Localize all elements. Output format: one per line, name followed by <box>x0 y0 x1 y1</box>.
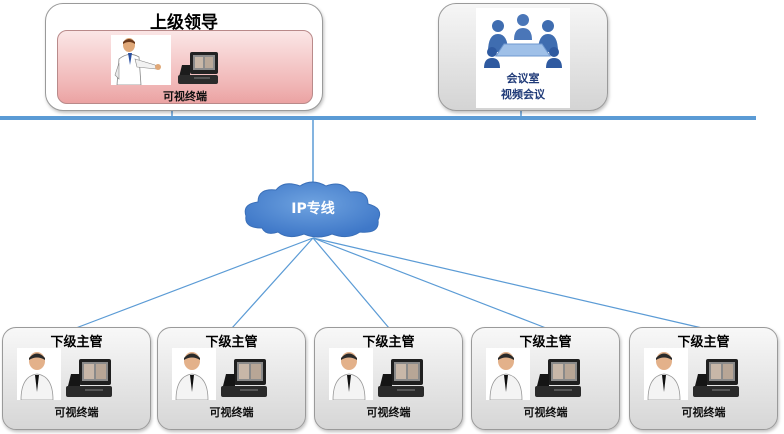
ip-cloud: IP专线 <box>240 178 386 240</box>
video-phone-icon <box>221 359 267 397</box>
subordinate-terminal-label: 可视终端 <box>54 406 99 419</box>
subordinate-title: 下级主管 <box>50 335 103 350</box>
subordinate-box-2: 下级主管 可视终端 <box>157 327 306 430</box>
video-phone-icon <box>178 52 218 84</box>
leader-terminal-label: 可视终端 <box>163 90 207 103</box>
link-sub-1 <box>75 237 314 329</box>
link-sub-5 <box>312 237 703 329</box>
conference-label-line1: 会议室 <box>506 72 540 85</box>
subordinate-box-3: 下级主管 可视终端 <box>314 327 463 430</box>
leader-title: 上级领导 <box>150 13 218 33</box>
manager-person-icon <box>172 348 216 400</box>
video-phone-icon <box>378 359 424 397</box>
leader-terminal-panel: 可视终端 <box>57 30 313 104</box>
video-phone-icon <box>66 359 112 397</box>
subordinate-box-1: 下级主管 可视终端 <box>2 327 151 430</box>
presenter-icon <box>111 35 171 85</box>
subordinate-box-4: 下级主管 可视终端 <box>471 327 620 430</box>
leader-box: 上级领导 可视终端 <box>45 3 323 111</box>
subordinate-terminal-label: 可视终端 <box>366 406 411 419</box>
cloud-icon <box>244 181 381 238</box>
conference-panel: 会议室 视频会议 <box>476 8 570 108</box>
subordinate-title: 下级主管 <box>519 335 572 350</box>
conference-label-line2: 视频会议 <box>501 88 545 101</box>
conference-room-box: 会议室 视频会议 <box>438 3 608 111</box>
subordinate-title: 下级主管 <box>362 335 415 350</box>
subordinate-box-5: 下级主管 可视终端 <box>629 327 778 430</box>
subordinate-terminal-label: 可视终端 <box>681 406 726 419</box>
link-sub-2 <box>231 237 314 329</box>
subordinate-title: 下级主管 <box>205 335 258 350</box>
meeting-icon <box>484 14 562 68</box>
subordinate-title: 下级主管 <box>677 335 730 350</box>
network-label: IP专线 <box>291 201 335 217</box>
manager-person-icon <box>644 348 688 400</box>
video-phone-icon <box>535 359 581 397</box>
manager-person-icon <box>329 348 373 400</box>
video-phone-icon <box>693 359 739 397</box>
link-sub-3 <box>312 237 390 329</box>
link-sub-4 <box>312 237 547 329</box>
subordinate-terminal-label: 可视终端 <box>209 406 254 419</box>
subordinate-terminal-label: 可视终端 <box>523 406 568 419</box>
manager-person-icon <box>17 348 61 400</box>
manager-person-icon <box>486 348 530 400</box>
